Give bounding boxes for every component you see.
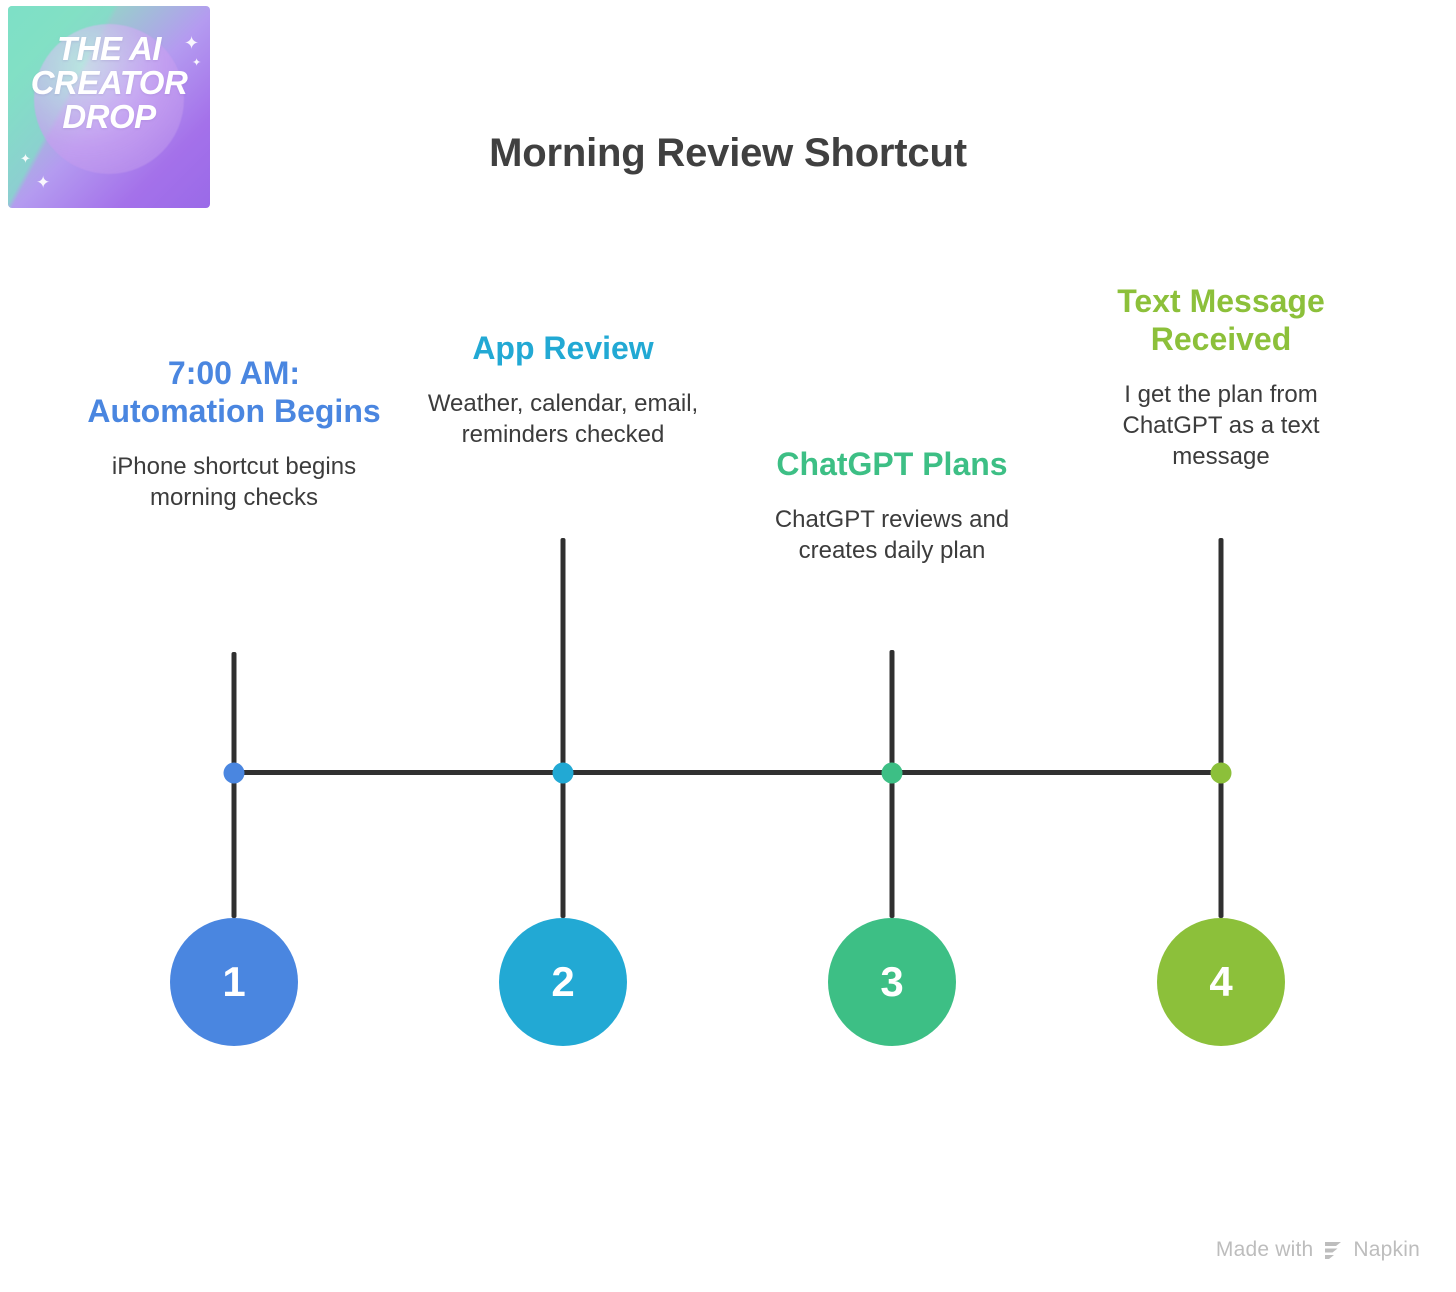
timeline-stem-up xyxy=(889,650,895,773)
step-heading-3: ChatGPT Plans xyxy=(776,446,1008,482)
step-description-3: ChatGPT reviews and creates daily plan xyxy=(774,505,1010,564)
step-number-circle-4[interactable]: 4 xyxy=(1157,918,1285,1046)
sparkle-icon: ✦ xyxy=(20,151,31,166)
step-description-1: iPhone shortcut begins morning checks xyxy=(111,452,357,511)
timeline-stem-down xyxy=(1218,773,1224,918)
timeline-stem-down xyxy=(889,773,895,918)
watermark-text-before: Made with xyxy=(1215,1238,1314,1261)
timeline-node-dot-2[interactable] xyxy=(552,762,574,784)
timeline-stem-up xyxy=(560,538,566,773)
timeline-stem-down xyxy=(560,773,566,918)
napkin-watermark: Made with Napkin xyxy=(1216,1238,1420,1262)
sparkle-icon: ✦ xyxy=(184,33,200,53)
step-number-label: 4 xyxy=(1209,958,1233,1005)
step-label-block-1: 7:00 AM: Automation Begins iPhone shortcu… xyxy=(84,355,384,513)
timeline-stem-up xyxy=(231,652,237,773)
step-heading-4: Text Message Received xyxy=(1117,283,1325,357)
napkin-logo-icon xyxy=(1322,1240,1344,1260)
step-number-label: 2 xyxy=(551,958,575,1005)
step-heading-2: App Review xyxy=(472,330,654,366)
logo-line-3: DROP xyxy=(62,97,156,135)
step-description-4: I get the plan from ChatGPT as a text me… xyxy=(1122,380,1320,470)
logo-line-1: THE AI xyxy=(57,30,161,67)
timeline-axis xyxy=(234,770,1221,775)
timeline-node-dot-1[interactable] xyxy=(223,762,245,784)
step-heading-1: 7:00 AM: Automation Begins xyxy=(87,355,381,429)
timeline-node-dot-3[interactable] xyxy=(881,762,903,784)
timeline-stem-up xyxy=(1218,538,1224,773)
step-number-circle-3[interactable]: 3 xyxy=(828,918,956,1046)
step-label-block-4: Text Message Received I get the plan from… xyxy=(1071,283,1371,472)
step-number-circle-2[interactable]: 2 xyxy=(499,918,627,1046)
step-number-circle-1[interactable]: 1 xyxy=(170,918,298,1046)
brand-logo: THE AI CREATOR DROP ✦ ✦ ✦ ✦ xyxy=(8,6,210,208)
page-title: Morning Review Shortcut xyxy=(489,131,967,175)
step-number-label: 3 xyxy=(880,958,904,1005)
timeline-stem-down xyxy=(231,773,237,918)
logo-line-2: CREATOR xyxy=(30,63,188,101)
logo-circle-shape xyxy=(34,24,184,174)
sparkle-icon: ✦ xyxy=(36,173,51,192)
sparkle-icon: ✦ xyxy=(192,57,202,69)
watermark-text-after: Napkin xyxy=(1353,1238,1420,1261)
logo-wordmark: THE AI CREATOR DROP xyxy=(8,32,210,134)
step-description-2: Weather, calendar, email, reminders chec… xyxy=(427,389,699,448)
step-number-label: 1 xyxy=(222,958,246,1005)
timeline-node-dot-4[interactable] xyxy=(1210,762,1232,784)
